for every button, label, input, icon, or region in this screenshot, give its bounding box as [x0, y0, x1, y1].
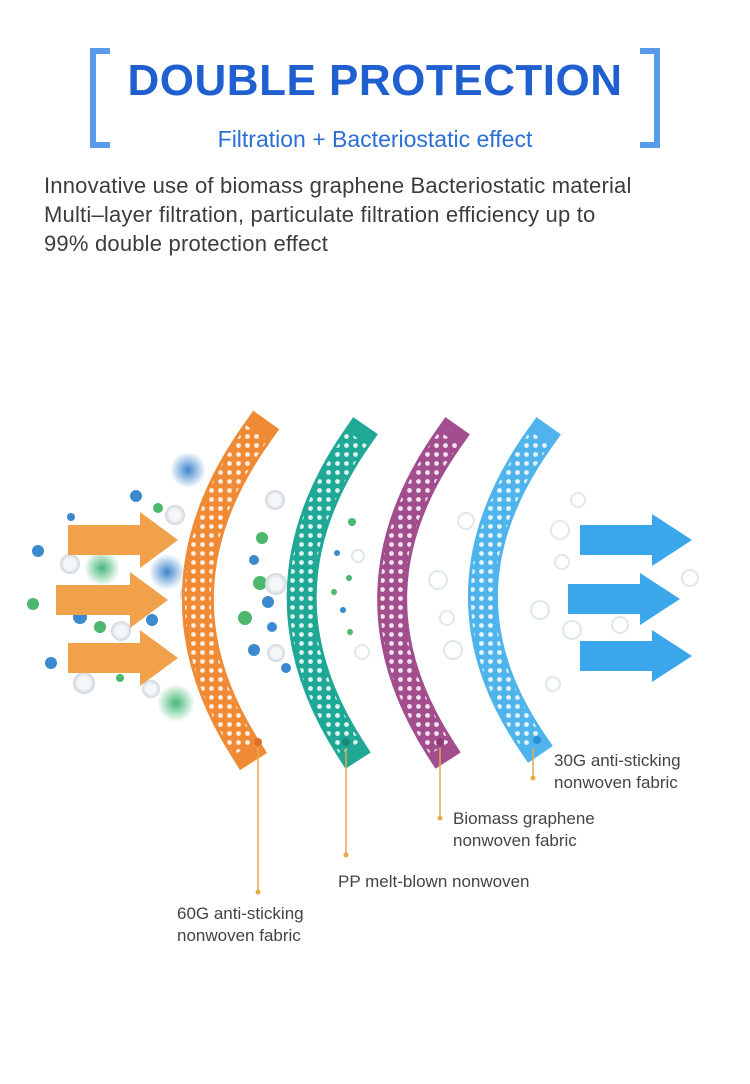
layer-purple-graphene [377, 417, 470, 769]
outgoing-arrows [568, 514, 692, 682]
label-60g-line2: nonwoven fabric [177, 926, 301, 945]
intro-line-1: Innovative use of biomass graphene Bacte… [44, 173, 632, 198]
label-60g-line1: 60G anti-sticking [177, 904, 304, 923]
page-title: DOUBLE PROTECTION [127, 56, 623, 105]
layer-teal-pp [286, 417, 378, 769]
label-pp-line1: PP melt-blown nonwoven [338, 872, 530, 891]
intro-text: Innovative use of biomass graphene Bacte… [44, 171, 734, 258]
layer-orange-60g [181, 410, 280, 771]
label-60g-layer: 60G anti-sticking nonwoven fabric [177, 903, 304, 947]
right-bracket-decoration [640, 48, 660, 148]
label-graphene-line1: Biomass graphene [453, 809, 595, 828]
page-subtitle: Filtration + Bacteriostatic effect [217, 126, 533, 152]
intro-line-2: Multi–layer filtration, particulate filt… [44, 202, 596, 227]
outgoing-arrow-1 [580, 514, 692, 566]
filtered-particles [331, 492, 699, 692]
filter-layers [181, 410, 561, 771]
left-bracket-decoration [90, 48, 110, 148]
incoming-particles [27, 452, 291, 722]
header: DOUBLE PROTECTION Filtration + Bacterios… [0, 0, 750, 160]
incoming-arrows [56, 512, 178, 686]
incoming-arrow-2 [56, 572, 168, 628]
label-30g-layer: 30G anti-sticking nonwoven fabric [554, 750, 681, 794]
incoming-arrow-3 [68, 630, 178, 686]
intro-line-3: 99% double protection effect [44, 231, 329, 256]
layer-blue-30g [467, 417, 561, 763]
incoming-arrow-1 [68, 512, 178, 568]
label-30g-line1: 30G anti-sticking [554, 751, 681, 770]
label-graphene-layer: Biomass graphene nonwoven fabric [453, 808, 595, 852]
leader-lines [254, 736, 541, 895]
label-30g-line2: nonwoven fabric [554, 773, 678, 792]
outgoing-arrow-3 [580, 630, 692, 682]
label-pp-layer: PP melt-blown nonwoven [338, 871, 530, 893]
label-graphene-line2: nonwoven fabric [453, 831, 577, 850]
outgoing-arrow-2 [568, 573, 680, 625]
